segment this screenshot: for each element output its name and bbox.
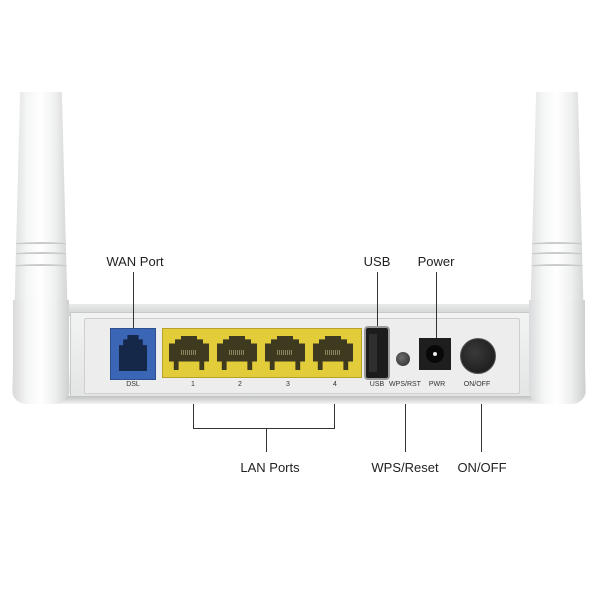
- callout-wan-port: WAN Port: [106, 254, 164, 269]
- wps-reset-button[interactable]: [396, 352, 410, 366]
- label-dsl: DSL: [126, 381, 140, 388]
- label-lan-4: 4: [333, 381, 337, 388]
- callout-wps-reset: WPS/Reset: [371, 460, 439, 475]
- usb-tongue: [369, 334, 377, 372]
- lan-port-1[interactable]: [169, 336, 209, 370]
- callout-line-lan: [266, 428, 267, 452]
- power-jack-pin: [433, 352, 437, 356]
- callout-line-usb: [377, 272, 378, 326]
- antenna-ring: [528, 252, 586, 257]
- antenna-ring: [528, 242, 586, 247]
- label-pwr: PWR: [428, 381, 446, 388]
- callout-line-power: [436, 272, 437, 338]
- antenna-ring: [12, 252, 70, 257]
- lan-bracket-left: [193, 404, 194, 428]
- lan-bracket-bar: [193, 428, 335, 429]
- lan-port-3[interactable]: [265, 336, 305, 370]
- right-antenna-base: [529, 300, 585, 404]
- label-on-off: ON/OFF: [463, 381, 491, 388]
- antenna-ring: [528, 264, 586, 269]
- router-base: [50, 396, 550, 404]
- antenna-ring: [12, 264, 70, 269]
- callout-on-off: ON/OFF: [457, 460, 507, 475]
- power-jack[interactable]: [419, 338, 451, 370]
- callout-lan-ports: LAN Ports: [240, 460, 300, 475]
- left-antenna-base: [13, 300, 69, 404]
- callout-line-onoff: [481, 404, 482, 452]
- lan-bracket-right: [334, 404, 335, 428]
- lan-port-2[interactable]: [217, 336, 257, 370]
- antenna-ring: [12, 242, 70, 247]
- callout-line-wan: [133, 272, 134, 328]
- lan-port-4[interactable]: [313, 336, 353, 370]
- dsl-port[interactable]: [110, 328, 156, 380]
- callout-power: Power: [417, 254, 455, 269]
- rj11-socket-icon: [119, 335, 147, 371]
- power-jack-hole: [426, 345, 444, 363]
- label-lan-3: 3: [286, 381, 290, 388]
- callout-line-wps: [405, 404, 406, 452]
- on-off-button[interactable]: [460, 338, 496, 374]
- label-lan-2: 2: [238, 381, 242, 388]
- callout-usb: USB: [363, 254, 391, 269]
- label-wps-rst: WPS/RST: [389, 381, 421, 388]
- label-usb: USB: [369, 381, 385, 388]
- lan-ports-block: [162, 328, 362, 378]
- label-lan-1: 1: [191, 381, 195, 388]
- usb-port[interactable]: [364, 326, 390, 380]
